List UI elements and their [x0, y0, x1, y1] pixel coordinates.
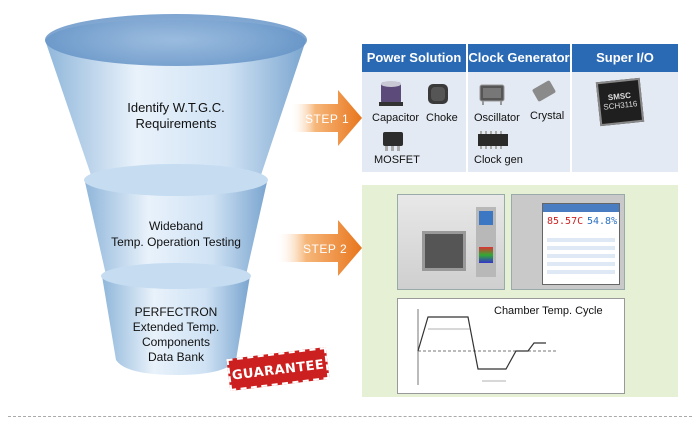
temp-cycle-plot	[417, 309, 558, 385]
choke-icon	[428, 84, 448, 104]
stage2-label: Wideband Temp. Operation Testing	[111, 219, 241, 249]
chamber-photo	[397, 194, 505, 290]
controller-screen-bar	[543, 204, 619, 212]
mosfet-label: MOSFET	[374, 154, 420, 166]
components-panel: Power Solution Clock Generator Super I/O…	[362, 44, 678, 172]
header-power-solution: Power Solution	[362, 44, 466, 72]
mosfet-icon	[383, 132, 403, 151]
chamber-control-panel	[476, 207, 496, 277]
step1-arrow	[290, 90, 362, 146]
clock-gen-icon	[478, 131, 508, 149]
step2-arrow	[276, 220, 362, 276]
oscillator-icon	[479, 84, 505, 105]
funnel-mid-ellipse	[84, 164, 268, 196]
temp-cycle-line	[417, 316, 546, 370]
funnel-top-ellipse	[45, 14, 307, 66]
step1-label: STEP 1	[305, 112, 350, 126]
funnel-stage-1	[45, 20, 306, 194]
step2-label: STEP 2	[303, 242, 348, 256]
chamber-buttons	[479, 247, 493, 263]
controller-screen: 85.57C 54.8%	[542, 203, 620, 285]
crystal-label: Crystal	[530, 110, 565, 122]
super-io-chip: SMSC SCH3116	[595, 77, 645, 127]
bottom-divider	[8, 416, 692, 417]
display-right: 54.8%	[587, 216, 618, 227]
controller-photo: 85.57C 54.8%	[511, 194, 625, 290]
stage1-label: Identify W.T.G.C. Requirements	[127, 100, 225, 131]
chamber-door	[422, 231, 466, 271]
stage3-label: PERFECTRON Extended Temp. Components Dat…	[132, 305, 220, 364]
funnel-stage-3	[102, 264, 250, 375]
oscillator-label: Oscillator	[474, 112, 520, 124]
column-divider	[570, 44, 572, 172]
header-clock-generator: Clock Generator	[468, 44, 570, 72]
header-super-io: Super I/O	[572, 44, 678, 72]
chamber-screen	[479, 211, 493, 225]
funnel-stage-2	[85, 168, 267, 288]
display-left: 85.57C	[547, 216, 584, 227]
crystal-icon	[532, 80, 556, 102]
controller-table	[547, 234, 615, 278]
capacitor-label: Capacitor	[372, 112, 420, 124]
chamber-temp-chart: Chamber Temp. Cycle	[397, 298, 625, 394]
clock-gen-label: Clock gen	[474, 154, 523, 166]
column-divider	[466, 44, 468, 172]
chart-title: Chamber Temp. Cycle	[494, 305, 603, 317]
capacitor-icon	[379, 81, 403, 106]
choke-label: Choke	[426, 112, 458, 124]
funnel-low-ellipse	[101, 263, 251, 289]
